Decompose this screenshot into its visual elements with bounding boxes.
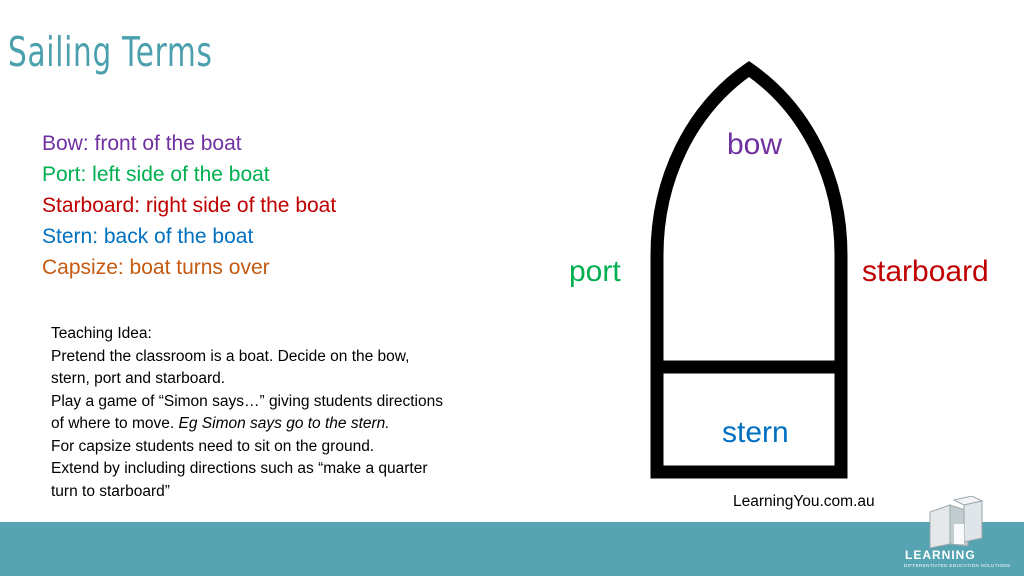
website-text: LearningYou.com.au xyxy=(733,493,875,510)
slide-title: Sailing Terms xyxy=(8,28,213,76)
logo-wordmark: LEARNING xyxy=(905,548,976,562)
teaching-line: For capsize students need to sit on the … xyxy=(51,437,375,455)
term-stern: Stern: back of the boat xyxy=(42,225,254,248)
teaching-line: of where to move. Eg Simon says go to th… xyxy=(51,413,501,436)
terms-list: Bow: front of the boat Port: left side o… xyxy=(42,128,336,283)
term-port: Port: left side of the boat xyxy=(42,163,270,186)
logo-tagline: DIFFERENTIATED EDUCATION SOLUTIONS xyxy=(904,563,1011,568)
term-starboard: Starboard: right side of the boat xyxy=(42,194,337,217)
learning-logo-icon xyxy=(929,496,984,549)
teaching-idea: Teaching Idea: Pretend the classroom is … xyxy=(51,323,501,503)
boat-label-starboard: starboard xyxy=(862,255,989,288)
teaching-line: turn to starboard” xyxy=(51,482,170,500)
teaching-example: Eg Simon says go to the stern. xyxy=(178,415,390,432)
teaching-heading: Teaching Idea: xyxy=(51,325,152,342)
teaching-line: Play a game of “Simon says…” giving stud… xyxy=(51,392,443,410)
boat-hull-outline xyxy=(650,61,848,479)
teaching-line: stern, port and starboard. xyxy=(51,370,226,387)
boat-diagram xyxy=(650,61,848,479)
boat-label-bow: bow xyxy=(727,128,783,161)
term-bow: Bow: front of the boat xyxy=(42,132,242,155)
boat-label-port: port xyxy=(569,255,621,288)
term-capsize: Capsize: boat turns over xyxy=(42,256,270,279)
teaching-line-text: of where to move. xyxy=(51,415,179,432)
boat-label-stern: stern xyxy=(722,416,789,449)
footer-bar xyxy=(0,522,1024,576)
teaching-line: Extend by including directions such as “… xyxy=(51,460,428,477)
teaching-line: Pretend the classroom is a boat. Decide … xyxy=(51,347,410,365)
